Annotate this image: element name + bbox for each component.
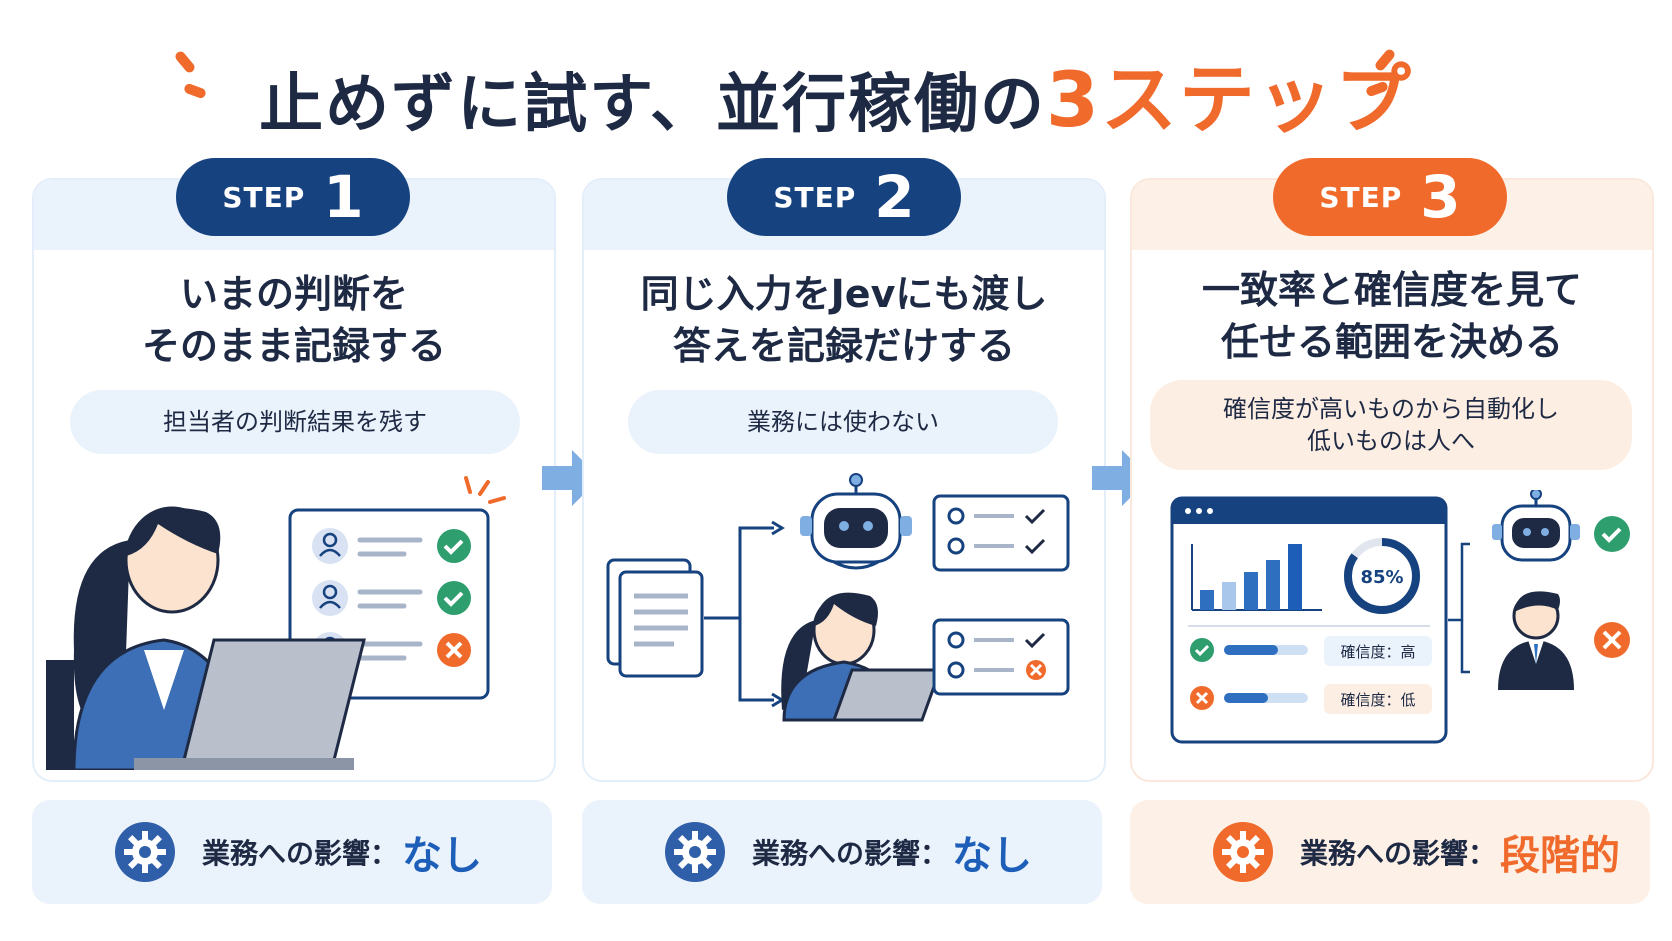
step2-illustration	[606, 473, 1070, 722]
robot-icon	[1492, 490, 1580, 562]
step1-heading: いまの判断を そのまま記録する	[141, 272, 446, 368]
title-main: 止めずに試す、並行稼働の	[259, 68, 1046, 142]
cross-icon	[1594, 622, 1630, 658]
check-icon	[1594, 516, 1630, 552]
document-icon	[606, 558, 704, 678]
confidence-high-label: 確信度：高	[1340, 643, 1415, 661]
cross-icon	[1026, 660, 1046, 680]
step2-sub: 業務には使わない	[628, 390, 1058, 454]
step-label: STEP	[222, 180, 306, 214]
cross-icon	[1190, 686, 1214, 710]
step2-heading: 同じ入力をJevにも渡し 答えを記録だけする	[640, 272, 1048, 368]
step1-badge: STEP 1	[176, 158, 410, 236]
check-icon	[437, 529, 471, 615]
cross-icon	[437, 633, 471, 667]
impact-value: なし	[402, 833, 483, 879]
step1-sub: 担当者の判断結果を残す	[70, 390, 520, 454]
step-number: 1	[323, 163, 364, 231]
percent-ring: 85%	[1344, 538, 1420, 614]
impact-label: 業務への影響：	[202, 837, 399, 870]
step-number: 3	[1420, 163, 1461, 231]
step2-badge: STEP 2	[727, 158, 961, 236]
step-number: 2	[874, 163, 915, 231]
gear-icon	[1213, 822, 1273, 882]
impact-label: 業務への影響：	[752, 837, 949, 870]
step3-sub: 確信度が高いものから自動化し 低いものは人へ	[1150, 380, 1632, 470]
page-title: 止めずに試す、並行稼働の3ステップ	[0, 38, 1672, 148]
step3-heading: 一致率と確信度を見て 任せる範囲を決める	[1201, 268, 1582, 364]
bar-chart-icon	[1191, 544, 1322, 611]
person-icon	[1498, 591, 1574, 690]
step3-badge: STEP 3	[1273, 158, 1507, 236]
laptop-icon	[134, 638, 366, 770]
check-icon	[1190, 638, 1214, 662]
gear-icon	[115, 822, 175, 882]
impact-label: 業務への影響：	[1300, 837, 1497, 870]
step1-illustration	[46, 476, 506, 770]
step3-impact: 業務への影響： 段階的	[1130, 800, 1650, 904]
confidence-low-label: 確信度：低	[1340, 691, 1415, 709]
title-accent: 3ステップ	[1046, 55, 1413, 144]
step3-illustration: 85% 確信度：高 確信度：低	[1170, 490, 1630, 744]
robot-icon	[800, 473, 912, 570]
step-label: STEP	[1319, 180, 1403, 214]
step-label: STEP	[773, 180, 857, 214]
laptop-icon	[831, 668, 943, 722]
impact-value: 段階的	[1500, 833, 1621, 879]
step2-impact: 業務への影響： なし	[582, 800, 1102, 904]
step1-impact: 業務への影響： なし	[32, 800, 552, 904]
gear-icon	[665, 822, 725, 882]
impact-value: なし	[952, 833, 1033, 879]
percent-text: 85%	[1360, 567, 1403, 588]
